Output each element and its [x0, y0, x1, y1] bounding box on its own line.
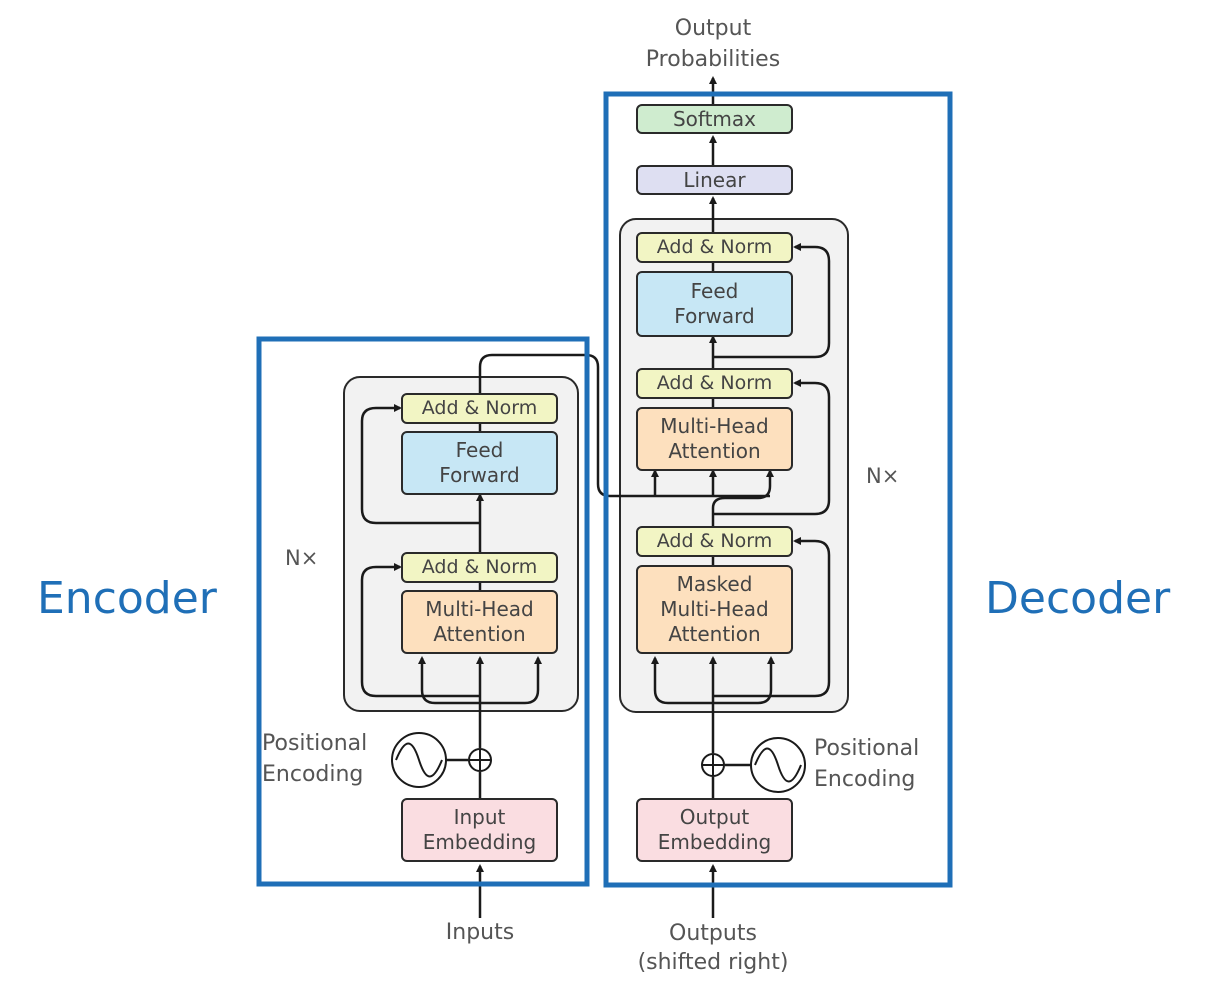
dec-sine-wave-icon: [750, 737, 806, 793]
dec-residual-1: [713, 537, 831, 698]
enc-mha-branch-right: [480, 656, 542, 705]
dec-query-branch: [711, 469, 774, 528]
decoder-label: Decoder: [985, 573, 1171, 624]
dec-add-norm-1: Add & Norm: [636, 526, 793, 557]
dec-masked-multi-head-attention: Masked Multi-Head Attention: [636, 565, 793, 654]
output-probabilities-label: Output Probabilities: [645, 16, 781, 72]
linear-block: Linear: [636, 165, 793, 195]
decoder-frame: [603, 91, 953, 888]
dec-mmha-branch-right: [713, 656, 775, 705]
input-embedding: Input Embedding: [401, 798, 558, 862]
dec-nx-label: N×: [866, 464, 900, 488]
dec-residual-2: [713, 379, 831, 516]
enc-sine-wave-icon: [391, 732, 447, 788]
dec-residual-3: [713, 243, 831, 359]
dec-mmha-branch-left: [651, 656, 713, 705]
encoder-frame: [256, 336, 590, 887]
enc-multi-head-attention: Multi-Head Attention: [401, 590, 558, 654]
dec-add-norm-2: Add & Norm: [636, 368, 793, 399]
enc-output-to-decoder: [478, 353, 770, 498]
dec-add-norm-3: Add & Norm: [636, 232, 793, 263]
enc-add-norm-1: Add & Norm: [401, 552, 558, 583]
enc-nx-label: N×: [285, 546, 319, 570]
inputs-label: Inputs: [445, 920, 515, 945]
dec-feed-forward: Feed Forward: [636, 271, 793, 337]
enc-residual-1: [360, 563, 480, 698]
encoder-label: Encoder: [37, 573, 217, 624]
enc-mha-branch-left: [418, 656, 480, 705]
enc-residual-2: [360, 404, 480, 525]
outputs-label: Outputs (shifted right): [637, 921, 789, 975]
encoder-stack-bg: [343, 376, 579, 712]
dec-positional-encoding-label: Positional Encoding: [814, 736, 920, 792]
softmax-block: Softmax: [636, 104, 793, 134]
enc-feed-forward: Feed Forward: [401, 431, 558, 495]
dec-multi-head-attention: Multi-Head Attention: [636, 407, 793, 471]
output-embedding: Output Embedding: [636, 798, 793, 862]
enc-add-norm-2: Add & Norm: [401, 393, 558, 424]
enc-positional-encoding-label: Positional Encoding: [262, 731, 368, 787]
